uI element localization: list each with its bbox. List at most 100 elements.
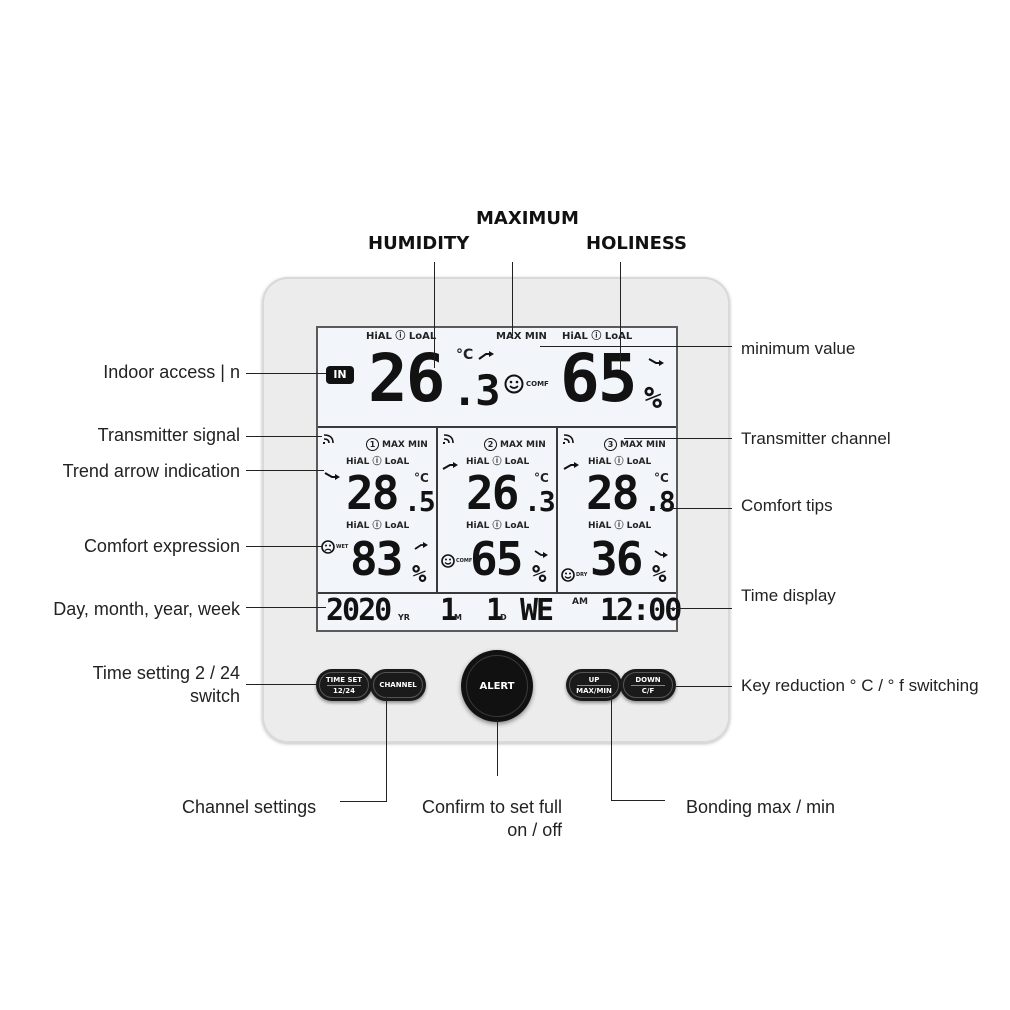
time-set-button[interactable]: TIME SET 12/24 — [316, 669, 372, 701]
date-weekday: WE — [520, 593, 554, 628]
callout-time-display: Time display — [741, 586, 836, 605]
channel-button-label: CHANNEL — [379, 681, 417, 689]
date-day-label: D — [500, 613, 507, 622]
header-humidity: HUMIDITY — [368, 233, 470, 254]
alert-button[interactable]: ALERT — [461, 650, 533, 722]
channel-1-temperature-decimal: .5 — [404, 485, 436, 518]
channel-2-number: 2 — [484, 438, 497, 451]
channel-3-signal-icon — [561, 431, 577, 449]
screen-divider-horizontal-top — [318, 426, 676, 428]
callout-confirm-line2: on / off — [507, 820, 562, 840]
channel-2-signal-icon — [441, 431, 457, 449]
channel-3-humidity-trend-arrow-icon — [654, 546, 668, 564]
channel-2-comfort-label: COMF — [456, 558, 473, 564]
indoor-temperature-decimal: .3 — [452, 366, 501, 415]
callout-time-setting-line2: switch — [189, 686, 240, 706]
channel-1-humidity-trend-arrow-icon — [414, 538, 428, 556]
indoor-badge: IN — [326, 366, 354, 384]
leader-comfort-expression — [246, 546, 322, 547]
channel-3-temperature: 28 — [586, 466, 639, 520]
channel-3-number: 3 — [604, 438, 617, 451]
screen-divider-vertical-1 — [436, 428, 438, 592]
screen-divider-horizontal-bottom — [318, 592, 676, 594]
channel-1-hum-alarm-labels: HiAL ⓘ LoAL — [346, 521, 410, 531]
channel-button[interactable]: CHANNEL — [370, 669, 426, 701]
channel-3-humidity: 36 — [590, 532, 643, 586]
callout-comfort-expression: Comfort expression — [83, 536, 240, 556]
indoor-humidity-trend-arrow-icon — [648, 354, 664, 372]
channel-3-comfort-label: DRY — [576, 572, 588, 578]
callout-trend-arrow: Trend arrow indication — [62, 461, 240, 481]
date-month-label: M — [454, 613, 462, 622]
indoor-humidity: 65 — [560, 340, 637, 417]
leader-humidity — [434, 262, 435, 368]
leader-key-reduction — [676, 686, 732, 687]
comfort-smiley-icon — [504, 374, 524, 399]
channel-3-comfort-smiley-icon — [561, 568, 575, 587]
indoor-alarm-labels-right: HiAL ⓘ LoAL — [562, 331, 633, 342]
date-year: 2020 — [326, 593, 392, 628]
channel-1-trend-arrow-icon — [324, 468, 340, 486]
channel-2-hum-alarm-labels: HiAL ⓘ LoAL — [466, 521, 530, 531]
up-button-top-label: UP — [588, 675, 600, 684]
callout-indoor-access: Indoor access | n — [103, 362, 240, 382]
leader-bonding-horizontal — [611, 800, 665, 801]
leader-confirm — [497, 720, 498, 776]
time-set-button-top-label: TIME SET — [325, 675, 363, 684]
up-button-bottom-label: MAX/MIN — [576, 686, 612, 695]
indoor-temperature-unit: °C — [456, 347, 474, 363]
channel-3-temperature-unit: °C — [654, 471, 669, 485]
indoor-trend-arrow-icon — [478, 348, 494, 366]
channel-2-temperature-unit: °C — [534, 471, 549, 485]
channel-2-temperature: 26 — [466, 466, 519, 520]
indoor-alarm-labels-left: HiAL ⓘ LoAL — [366, 331, 437, 342]
up-maxmin-button[interactable]: UP MAX/MIN — [566, 669, 622, 701]
leader-time-setting — [246, 684, 318, 685]
callout-key-reduction: Key reduction ° C / ° f switching — [741, 676, 979, 695]
channel-3-temperature-decimal: .8 — [644, 485, 676, 518]
callout-minimum-value: minimum value — [741, 339, 856, 358]
leader-holiness — [620, 262, 621, 370]
channel-1-signal-icon — [321, 431, 337, 449]
date-day: 1 — [486, 593, 504, 628]
channel-1-temperature-unit: °C — [414, 471, 429, 485]
channel-1-number: 1 — [366, 438, 379, 451]
down-button-bottom-label: C/F — [641, 686, 655, 695]
leader-transmitter-signal — [246, 436, 322, 437]
channel-3-maxmin: MAX MIN — [620, 440, 666, 450]
time-set-button-bottom-label: 12/24 — [332, 686, 356, 695]
channel-1-comfort-label: WET — [336, 544, 349, 550]
indoor-humidity-unit: % — [644, 381, 662, 416]
header-maximum: MAXIMUM — [476, 208, 579, 229]
channel-1-humidity-unit: % — [412, 560, 427, 588]
channel-1-temp-alarm-labels: HiAL ⓘ LoAL — [346, 457, 410, 467]
channel-2-humidity: 65 — [470, 532, 523, 586]
callout-time-setting-line1: Time setting 2 / 24 — [92, 663, 240, 683]
callout-transmitter-channel: Transmitter channel — [741, 429, 891, 448]
callout-comfort-tips: Comfort tips — [741, 496, 833, 515]
channel-3-hum-alarm-labels: HiAL ⓘ LoAL — [588, 521, 652, 531]
date-month: 1 — [440, 593, 458, 628]
channel-3-humidity-unit: % — [652, 560, 667, 588]
alert-button-label: ALERT — [479, 680, 515, 692]
callout-channel-settings: Channel settings — [182, 797, 317, 817]
leader-channel-settings-vertical — [386, 696, 387, 802]
channel-2-humidity-unit: % — [532, 560, 547, 588]
channel-1-comfort-sad-icon — [321, 540, 335, 559]
screen-divider-vertical-2 — [556, 428, 558, 592]
leader-trend-arrow — [246, 470, 324, 471]
lcd-screen — [316, 326, 678, 632]
channel-3-temp-alarm-labels: HiAL ⓘ LoAL — [588, 457, 652, 467]
leader-bonding-vertical — [611, 694, 612, 800]
channel-2-temperature-decimal: .3 — [524, 485, 556, 518]
channel-2-maxmin: MAX MIN — [500, 440, 546, 450]
channel-2-comfort-smiley-icon — [441, 554, 455, 573]
indoor-maxmin-label: MAX MIN — [496, 331, 547, 342]
callout-confirm-line1: Confirm to set full — [421, 797, 562, 817]
channel-3-trend-arrow-icon — [563, 458, 579, 476]
indoor-temperature: 26 — [368, 340, 445, 417]
leader-minimum-value — [540, 346, 732, 347]
